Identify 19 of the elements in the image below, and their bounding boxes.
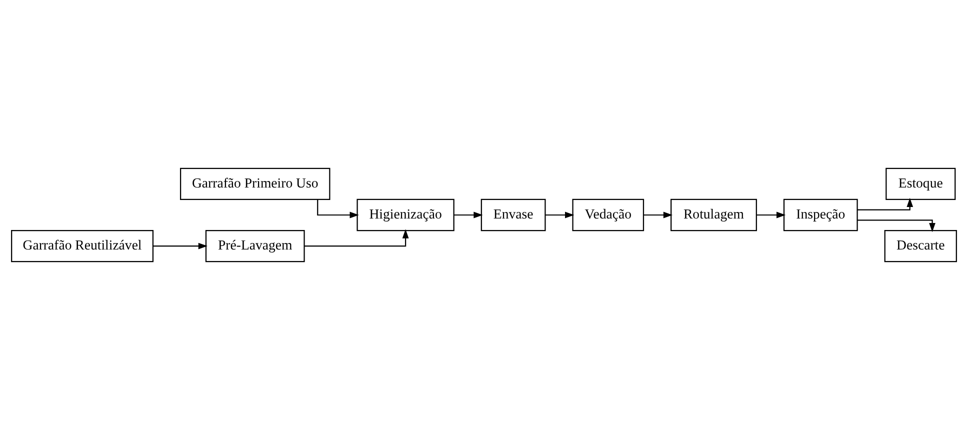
arrow: [857, 197, 914, 210]
arrow: [858, 219, 936, 232]
node-box: Descarte: [884, 229, 957, 262]
arrow: [304, 228, 409, 246]
arrow: [644, 211, 673, 218]
node-box: Envase: [480, 198, 546, 231]
node-box: Garrafão Reutilizável: [11, 229, 154, 262]
arrow: [153, 242, 208, 249]
arrow: [545, 211, 574, 218]
node-box: Estoque: [886, 167, 956, 200]
node-box: Higienização: [356, 198, 454, 231]
node-box: Pré-Lavagem: [205, 229, 305, 262]
arrow: [317, 199, 359, 218]
node-box: Garrafão Primeiro Uso: [180, 167, 330, 200]
arrow: [756, 211, 786, 218]
node-box: Rotulagem: [670, 198, 757, 231]
node-box: Vedação: [572, 198, 644, 231]
arrow: [454, 211, 483, 218]
node-box: Inspeção: [783, 198, 858, 231]
